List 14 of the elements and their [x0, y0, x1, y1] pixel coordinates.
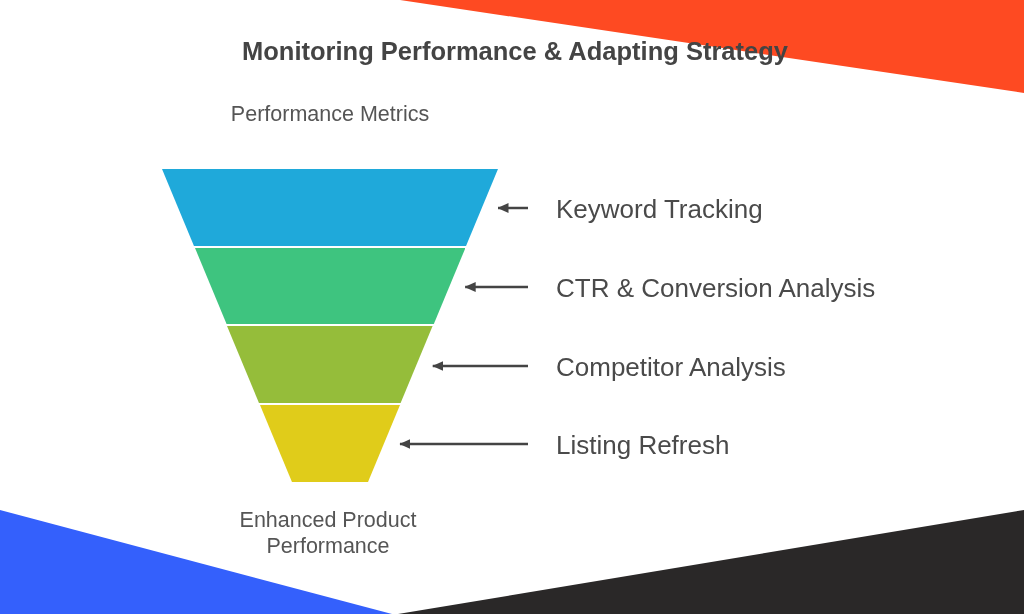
funnel-band	[194, 248, 466, 324]
arrow	[399, 439, 528, 449]
step-label: Keyword Tracking	[556, 193, 763, 225]
funnel-band	[260, 405, 400, 482]
funnel-label: Enhanced Product Performance	[238, 507, 418, 559]
step-label: CTR & Conversion Analysis	[556, 272, 876, 304]
funnel-band	[227, 326, 433, 403]
funnel-band	[162, 169, 498, 246]
arrow	[497, 203, 528, 213]
step-label: Competitor Analysis	[556, 351, 786, 383]
arrow	[432, 361, 528, 371]
step-label: Listing Refresh	[556, 429, 730, 461]
arrow	[464, 282, 528, 292]
funnel-label: Performance Metrics	[230, 101, 430, 127]
